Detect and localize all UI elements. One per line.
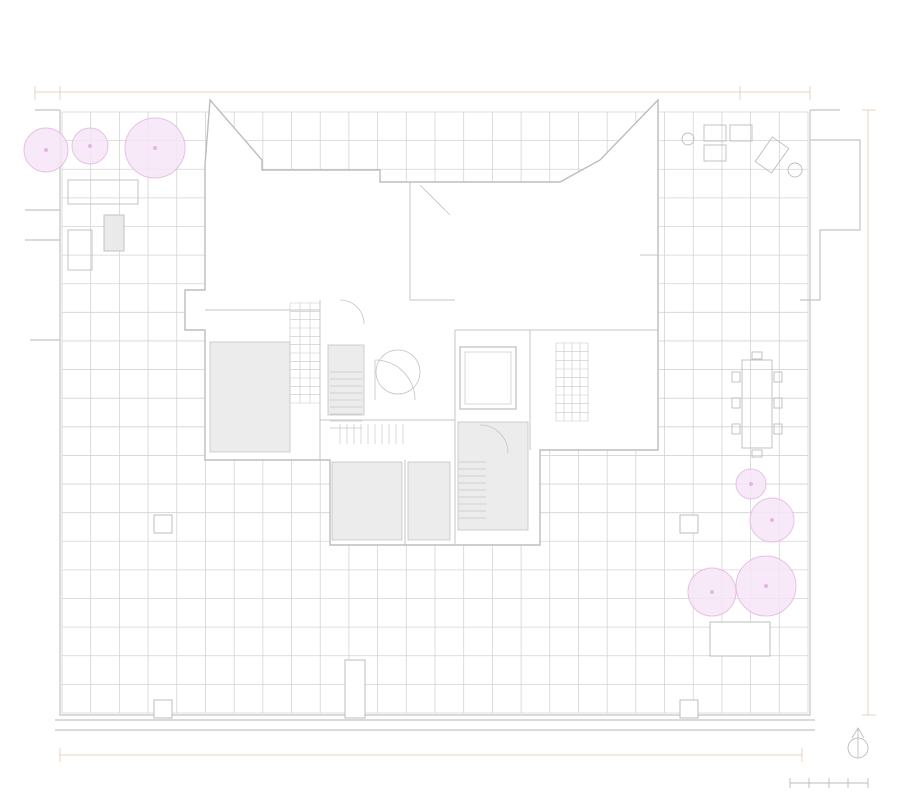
bedroom-fill — [209, 341, 291, 453]
plants — [23, 117, 797, 617]
lounge-chairs — [67, 179, 139, 271]
circular-table — [375, 349, 421, 395]
columns — [153, 514, 699, 719]
plant-icon — [71, 127, 109, 165]
plant-icon — [23, 127, 69, 173]
lounge-set — [681, 124, 803, 178]
staircase — [330, 371, 486, 519]
scale-bar — [789, 778, 869, 788]
wc-fill — [407, 461, 451, 541]
dimension-lines — [34, 86, 876, 762]
building-footprint — [184, 98, 659, 546]
study-fill — [331, 461, 403, 541]
plant-icon — [749, 497, 795, 543]
outer-walls — [25, 109, 861, 731]
interior-walls — [205, 182, 658, 545]
door-swings — [339, 184, 509, 454]
plant-icon — [735, 468, 767, 500]
lift-box — [459, 346, 517, 410]
north-arrow — [847, 727, 869, 759]
closet-fill — [327, 344, 365, 416]
wardrobe-grid — [289, 302, 589, 422]
pool — [709, 621, 771, 657]
plant-icon — [687, 567, 737, 617]
lift-inner — [464, 351, 512, 405]
plant-icon — [124, 117, 186, 179]
plant-icon — [735, 555, 797, 617]
dining-set — [731, 351, 783, 458]
